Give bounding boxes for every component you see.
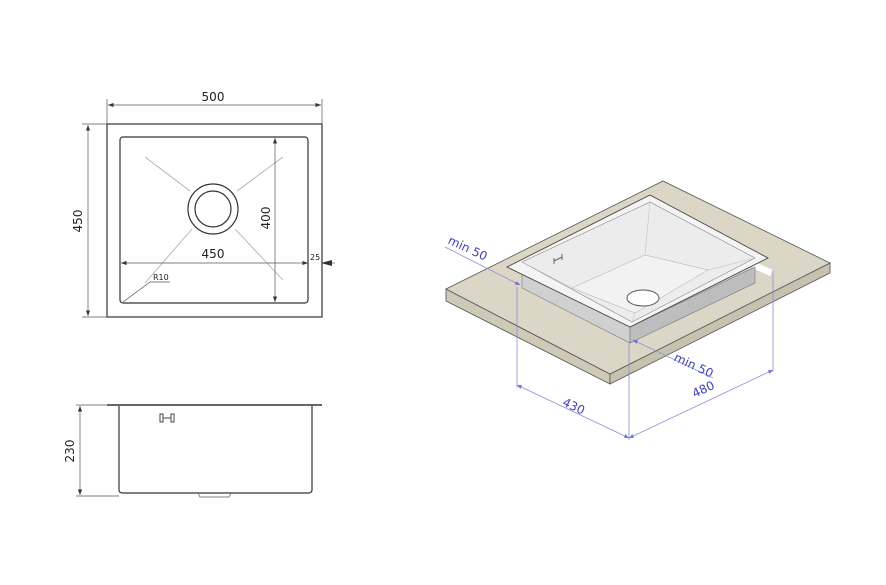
drain-outer [187,183,239,235]
dim-450-horizontal-label: 450 [202,247,225,261]
overflow-icon-iso [553,254,563,264]
cutout-hole [752,262,773,276]
dim-450-vertical-label: 450 [71,210,85,233]
r10-leader [122,281,170,303]
drain-icon-iso [626,289,660,307]
dim-230-label: 230 [63,440,77,463]
bowl-side-outline [118,406,313,494]
drain-icon [194,190,232,228]
dim-500-label: 500 [202,90,225,104]
dim-480-label: 480 [690,378,717,400]
dim-min50-front [632,339,714,379]
drain-outline [197,492,232,498]
dim-min50-left [444,246,521,286]
top-view: 500 450 400 450 25 R10 [71,90,335,318]
sink-outer-outline [106,123,323,318]
r10-label: R10 [153,273,169,282]
dim-400-label: 400 [259,207,273,230]
dim-min50-front-label: min 50 [672,350,716,380]
dim-25-label: 25 [310,253,320,262]
overflow-icon [159,413,175,423]
isometric-view: min 50 min 50 430 480 [444,180,831,440]
dim-480 [628,369,774,439]
dim-430-label: 430 [560,395,587,417]
dim-min50-left-label: min 50 [446,233,490,263]
dim-430 [516,384,630,439]
bowl-outline [119,136,309,304]
sink-side-front [629,266,756,344]
side-view: 230 [63,404,322,498]
